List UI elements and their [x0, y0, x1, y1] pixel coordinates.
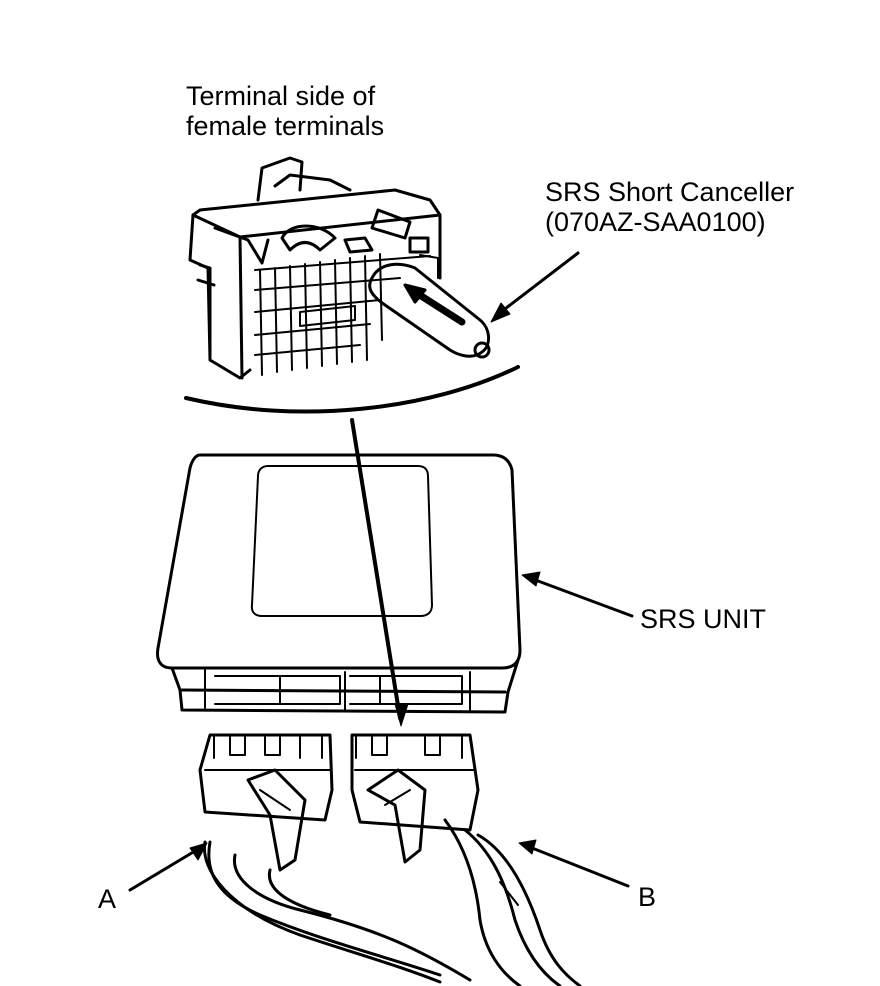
short-canceller-tool [368, 262, 491, 359]
connector-b [350, 733, 582, 986]
terminal-side-line-1: Terminal side of [186, 81, 376, 111]
connector-a-label: A [98, 884, 117, 914]
srs-unit-leader-arrow [521, 571, 634, 618]
short-canceller-line-2: (070AZ-SAA0100) [545, 207, 766, 237]
separation-arc [184, 365, 520, 414]
short-canceller-line-1: SRS Short Canceller [545, 177, 795, 207]
connector-b-label: B [638, 882, 657, 912]
connector-b-leader-arrow [518, 839, 630, 888]
connector-leader-line [350, 418, 402, 720]
connector-a [198, 733, 472, 984]
female-terminal-connector [188, 156, 442, 380]
srs-unit-label: SRS UNIT [640, 604, 767, 634]
short-canceller-label: SRS Short Canceller (070AZ-SAA0100) [545, 177, 794, 237]
connector-a-leader-arrow [128, 842, 208, 892]
srs-unit [156, 453, 522, 714]
canceller-leader-arrow [490, 251, 580, 323]
terminal-side-line-2: female terminals [186, 111, 385, 141]
terminal-side-label: Terminal side of female terminals [186, 81, 384, 141]
